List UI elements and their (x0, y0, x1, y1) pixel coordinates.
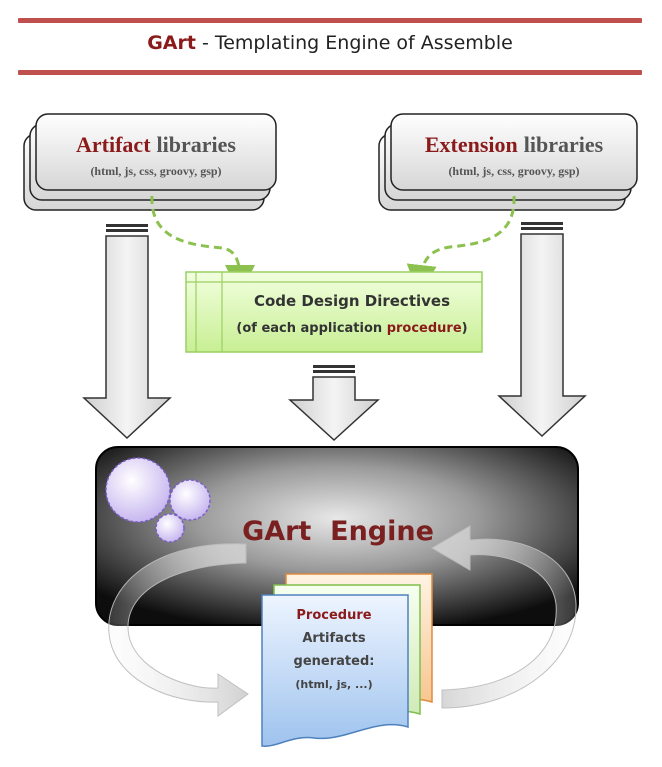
directives-line2: (of each application procedure) (236, 321, 467, 336)
artifact-libraries-box (23, 113, 277, 211)
artifact-dashed-arrow (150, 195, 255, 295)
cycle-left-arrow-icon (108, 543, 249, 717)
page-title: GArt- Templating Engine of Assemble (18, 32, 642, 54)
directives-line2-pre: (of each application (236, 321, 386, 336)
extension-libraries-box (378, 113, 638, 211)
directives-line2-strong: procedure (387, 321, 462, 336)
artifact-flow-arrow (82, 224, 172, 440)
output-documents (261, 573, 433, 747)
title-strong: GArt (147, 32, 196, 54)
artifact-title-strong: Artifact (76, 132, 151, 157)
directives-flow-arrow (288, 365, 380, 442)
cycle-right-arrow-icon (431, 525, 577, 709)
extension-title-strong: Extension (425, 132, 518, 157)
directives-line1: Code Design Directives (254, 292, 450, 310)
title-banner: GArt- Templating Engine of Assemble (18, 18, 642, 75)
engine-label: GArt Engine (242, 516, 434, 547)
artifact-libraries-subtitle: (html, js, css, groovy, gsp) (90, 164, 221, 178)
extension-dashed-arrow (406, 195, 516, 295)
extension-flow-arrow (497, 222, 587, 438)
output-line1: Procedure (296, 608, 371, 623)
thought-cloud-icon (105, 457, 211, 543)
title-rest: - Templating Engine of Assemble (201, 32, 513, 54)
output-line4: (html, js, ...) (295, 678, 372, 691)
directives-line2-post: ) (462, 321, 468, 336)
directives-box (185, 271, 483, 353)
output-line2: Artifacts (302, 631, 365, 646)
title-bottom-rule (18, 70, 642, 75)
extension-title-rest: libraries (524, 132, 604, 157)
artifact-title-rest: libraries (157, 132, 237, 157)
output-line3: generated: (294, 654, 375, 669)
extension-libraries-subtitle: (html, js, css, groovy, gsp) (448, 164, 579, 178)
title-top-rule (18, 18, 642, 23)
